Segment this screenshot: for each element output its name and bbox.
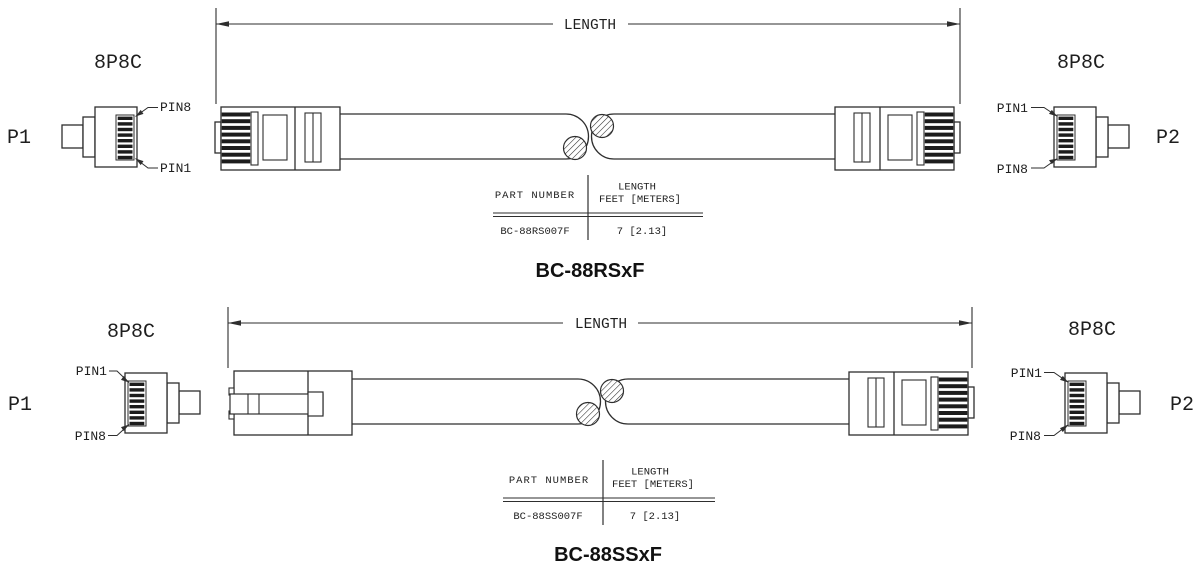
pin-leader-lines [135,107,158,169]
cable-assembly-top [214,106,961,171]
length-value: 7 [2.13] [630,511,680,523]
pin-lower-label: PIN8 [997,162,1028,177]
pin-upper-label: PIN1 [997,101,1028,116]
length-header-line2: FEET [METERS] [599,194,681,206]
arrowhead-right-icon [947,21,960,27]
pin-lower-label: PIN1 [160,161,191,176]
length-dimension-top [215,8,961,104]
leader-arrow-icon [1060,375,1069,383]
leader-arrow-icon [1049,109,1058,117]
length-header-line1: LENGTH [631,467,669,479]
cable-break-circle-lower [562,135,588,161]
cable-break-circle-upper [589,113,615,139]
connector-type-label: 8P8C [94,52,142,75]
drawing-title-bottom: BC-88SSxF [554,544,662,566]
length-value: 7 [2.13] [617,226,667,238]
arrowhead-left-icon [216,21,229,27]
leader-arrow-icon [121,424,129,432]
part-number-value: BC-88SS007F [513,511,582,523]
leader-arrow-icon [135,109,144,117]
cable-left-segment [340,113,590,160]
cable-right-segment [590,113,835,160]
spec-table-bottom: PART NUMBER LENGTH FEET [METERS] BC-88SS… [503,460,715,525]
plug-latch-view-bottom-left [228,370,353,436]
length-dimension-label: LENGTH [575,317,627,333]
end-view-top-right: 8P8C P2 PIN1 PIN8 [997,52,1180,177]
length-header-line1: LENGTH [618,182,656,194]
connector-type-label: 8P8C [107,321,155,344]
length-dimension-bottom [227,307,973,368]
leader-arrow-icon [135,158,144,166]
part-number-header: PART NUMBER [495,190,575,202]
drawing-title-top: BC-88RSxF [536,260,645,282]
plug-side-view-top-left [214,106,341,171]
end-view-bottom-right: 8P8C P2 PIN1 PIN8 [1010,319,1194,444]
end-view-bottom-left: 8P8C P1 PIN1 PIN8 [8,321,201,444]
spec-table-top: PART NUMBER LENGTH FEET [METERS] BC-88RS… [493,175,703,240]
diagram-bottom: LENGTH 8P8C P1 PIN1 PIN8 8 [8,307,1194,566]
leader-arrow-icon [1060,424,1069,433]
port-label: P1 [8,394,32,417]
connector-end-view [124,372,201,434]
connector-end-view [1053,106,1130,168]
connector-end-view [61,106,138,168]
end-view-top-left: 8P8C P1 PIN8 PIN1 [7,52,191,176]
pin-upper-label: PIN1 [76,364,107,379]
plug-side-view-top-right [834,106,961,171]
length-header-line2: FEET [METERS] [612,479,694,491]
arrowhead-right-icon [959,320,972,326]
cable-right-segment [604,378,849,425]
connector-type-label: 8P8C [1068,319,1116,342]
port-label: P2 [1156,127,1180,150]
arrowhead-left-icon [228,320,241,326]
pin-upper-label: PIN1 [1011,366,1042,381]
connector-end-view [1064,372,1141,434]
cable-break-circle-upper [599,378,625,404]
cable-assembly-bottom [228,370,975,436]
leader-arrow-icon [1049,158,1058,165]
length-dimension-label: LENGTH [564,18,616,34]
pin-upper-label: PIN8 [160,100,191,115]
plug-side-view-bottom-right [848,371,975,436]
diagram-top: LENGTH 8P8C P1 PIN8 PIN1 8 [7,8,1180,282]
pin-lower-label: PIN8 [1010,429,1041,444]
cable-left-segment [352,378,602,425]
port-label: P2 [1170,394,1194,417]
pin-lower-label: PIN8 [75,429,106,444]
port-label: P1 [7,127,31,150]
part-number-value: BC-88RS007F [500,226,569,238]
connector-type-label: 8P8C [1057,52,1105,75]
leader-arrow-icon [121,375,129,383]
part-number-header: PART NUMBER [509,475,589,487]
cable-break-circle-lower [575,401,601,427]
